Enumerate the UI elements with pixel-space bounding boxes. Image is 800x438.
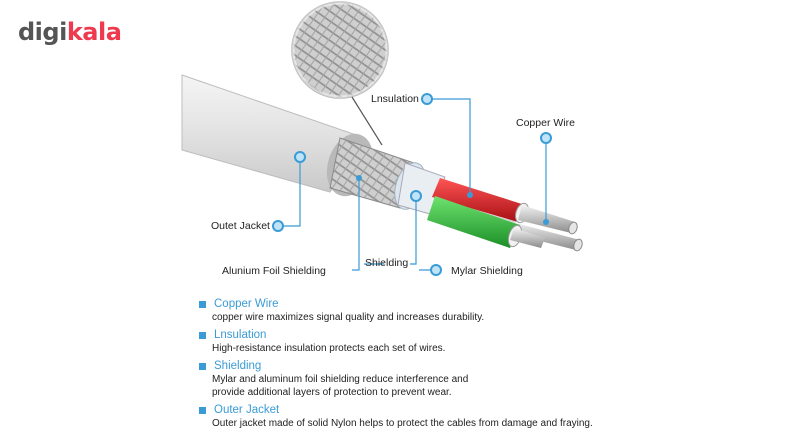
bullet-square-icon [199, 406, 206, 414]
callout-insulation: Lnsulation [371, 93, 419, 105]
legend-desc: Outer jacket made of solid Nylon helps t… [212, 418, 593, 429]
brand-logo-part2: kala [66, 18, 122, 46]
insulation-dot-icon [421, 93, 433, 105]
legend-desc: Mylar and aluminum foil shielding reduce… [212, 374, 469, 398]
legend-title: Outer Jacket [214, 404, 280, 416]
callout-dots [272, 93, 552, 276]
legend-desc: copper wire maximizes signal quality and… [212, 312, 485, 323]
legend-title: Lnsulation [214, 329, 267, 341]
copper-wire-dot-icon [540, 132, 552, 144]
foil-target-dot-icon [356, 175, 362, 181]
bullet-square-icon [199, 331, 206, 339]
brand-logo-part1: digi [18, 18, 67, 46]
callout-copper-wire: Copper Wire [516, 117, 575, 129]
legend-title: Copper Wire [214, 298, 279, 310]
mylar-dot-icon [430, 264, 442, 276]
callout-shielding: Shielding [365, 257, 409, 269]
braid-magnifier [291, 1, 389, 99]
copper-target-dot-icon [543, 219, 549, 225]
mylar-target-dot-icon [410, 190, 422, 202]
legend-item-copper-wire: Copper Wire copper wire maximizes signal… [199, 297, 759, 324]
legend-item-outer-jacket: Outer Jacket Outer jacket made of solid … [199, 403, 759, 430]
feature-legend: Copper Wire copper wire maximizes signal… [199, 297, 759, 434]
jacket-target-dot-icon [294, 151, 306, 163]
legend-item-insulation: Lnsulation High-resistance insulation pr… [199, 328, 759, 355]
legend-desc: High-resistance insulation protects each… [212, 343, 446, 354]
brand-logo: digikala [18, 18, 122, 46]
bullet-square-icon [199, 300, 206, 308]
callout-lines [278, 98, 547, 271]
green-wire [427, 196, 545, 248]
insulation-target-dot-icon [467, 192, 473, 198]
legend-title: Shielding [214, 360, 262, 372]
jacket-dot-icon [272, 220, 284, 232]
callout-outer-jacket: Outet Jacket [211, 220, 270, 232]
legend-item-shielding: Shielding Mylar and aluminum foil shield… [199, 359, 759, 399]
callout-aluminum-foil: Alunium Foil Shielding [222, 265, 326, 277]
bullet-square-icon [199, 362, 206, 370]
callout-mylar: Mylar Shielding [451, 265, 523, 277]
